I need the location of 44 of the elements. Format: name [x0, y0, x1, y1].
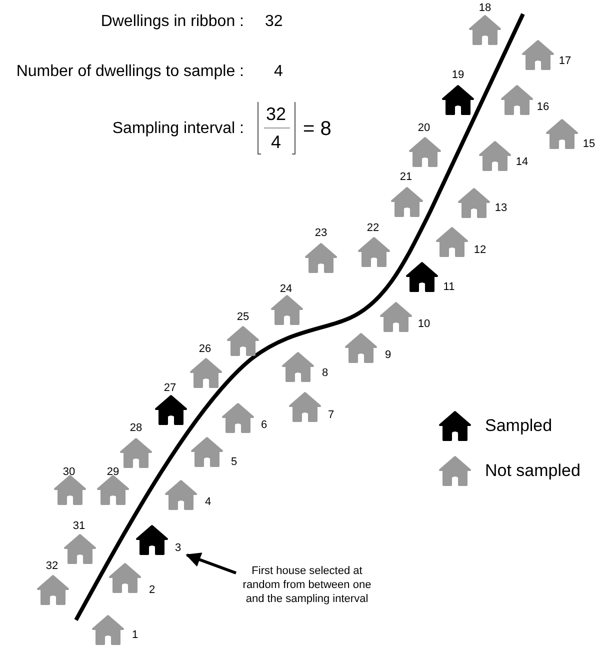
house-number: 13	[494, 201, 508, 215]
house-number: 7	[326, 408, 336, 422]
house-number: 4	[204, 495, 212, 509]
house-number: 32	[44, 559, 60, 573]
annotation-text: First house selected at random from between one and the sampling interval	[236, 564, 378, 606]
house-number: 24	[278, 282, 294, 296]
house-number: 28	[128, 421, 144, 435]
house-number: 10	[416, 317, 432, 331]
legend-label: Not sampled	[485, 461, 580, 481]
info-value: 4	[274, 62, 283, 82]
arrow	[186, 552, 237, 574]
house-number: 30	[62, 465, 76, 479]
house-number: 9	[384, 348, 392, 362]
house-number: 20	[416, 121, 432, 135]
info-value: 32	[265, 12, 283, 32]
house-number: 21	[398, 170, 414, 184]
house-number: 22	[366, 221, 380, 235]
info-value: 4	[271, 132, 282, 152]
info-value: 32	[266, 104, 286, 124]
house-number: 2	[148, 583, 156, 597]
house-number: 18	[478, 1, 492, 15]
house-number: 17	[558, 54, 572, 68]
house-number: 31	[72, 519, 86, 533]
house-number: 16	[536, 100, 550, 114]
house-number: 23	[314, 226, 328, 240]
house-number: 12	[472, 243, 488, 257]
house-number: 14	[514, 155, 530, 169]
info-label: Dwellings in ribbon :	[100, 12, 244, 32]
house-number: 3	[174, 541, 182, 555]
house-number: 29	[106, 465, 120, 479]
house-number: 11	[442, 280, 456, 294]
info-label: Sampling interval :	[111, 119, 244, 139]
house-number: 8	[320, 366, 330, 380]
house-number: 27	[162, 381, 178, 395]
house-number: 19	[450, 68, 466, 82]
house-number: 25	[236, 310, 250, 324]
info-label: Number of dwellings to sample :	[15, 62, 244, 82]
legend-label: Sampled	[485, 416, 552, 436]
house-number: 26	[198, 342, 212, 356]
house-number: 1	[130, 628, 140, 642]
house-number: 15	[582, 137, 596, 151]
info-value: = 8	[303, 119, 332, 139]
house-number: 5	[230, 455, 238, 469]
house-number: 6	[260, 418, 268, 432]
